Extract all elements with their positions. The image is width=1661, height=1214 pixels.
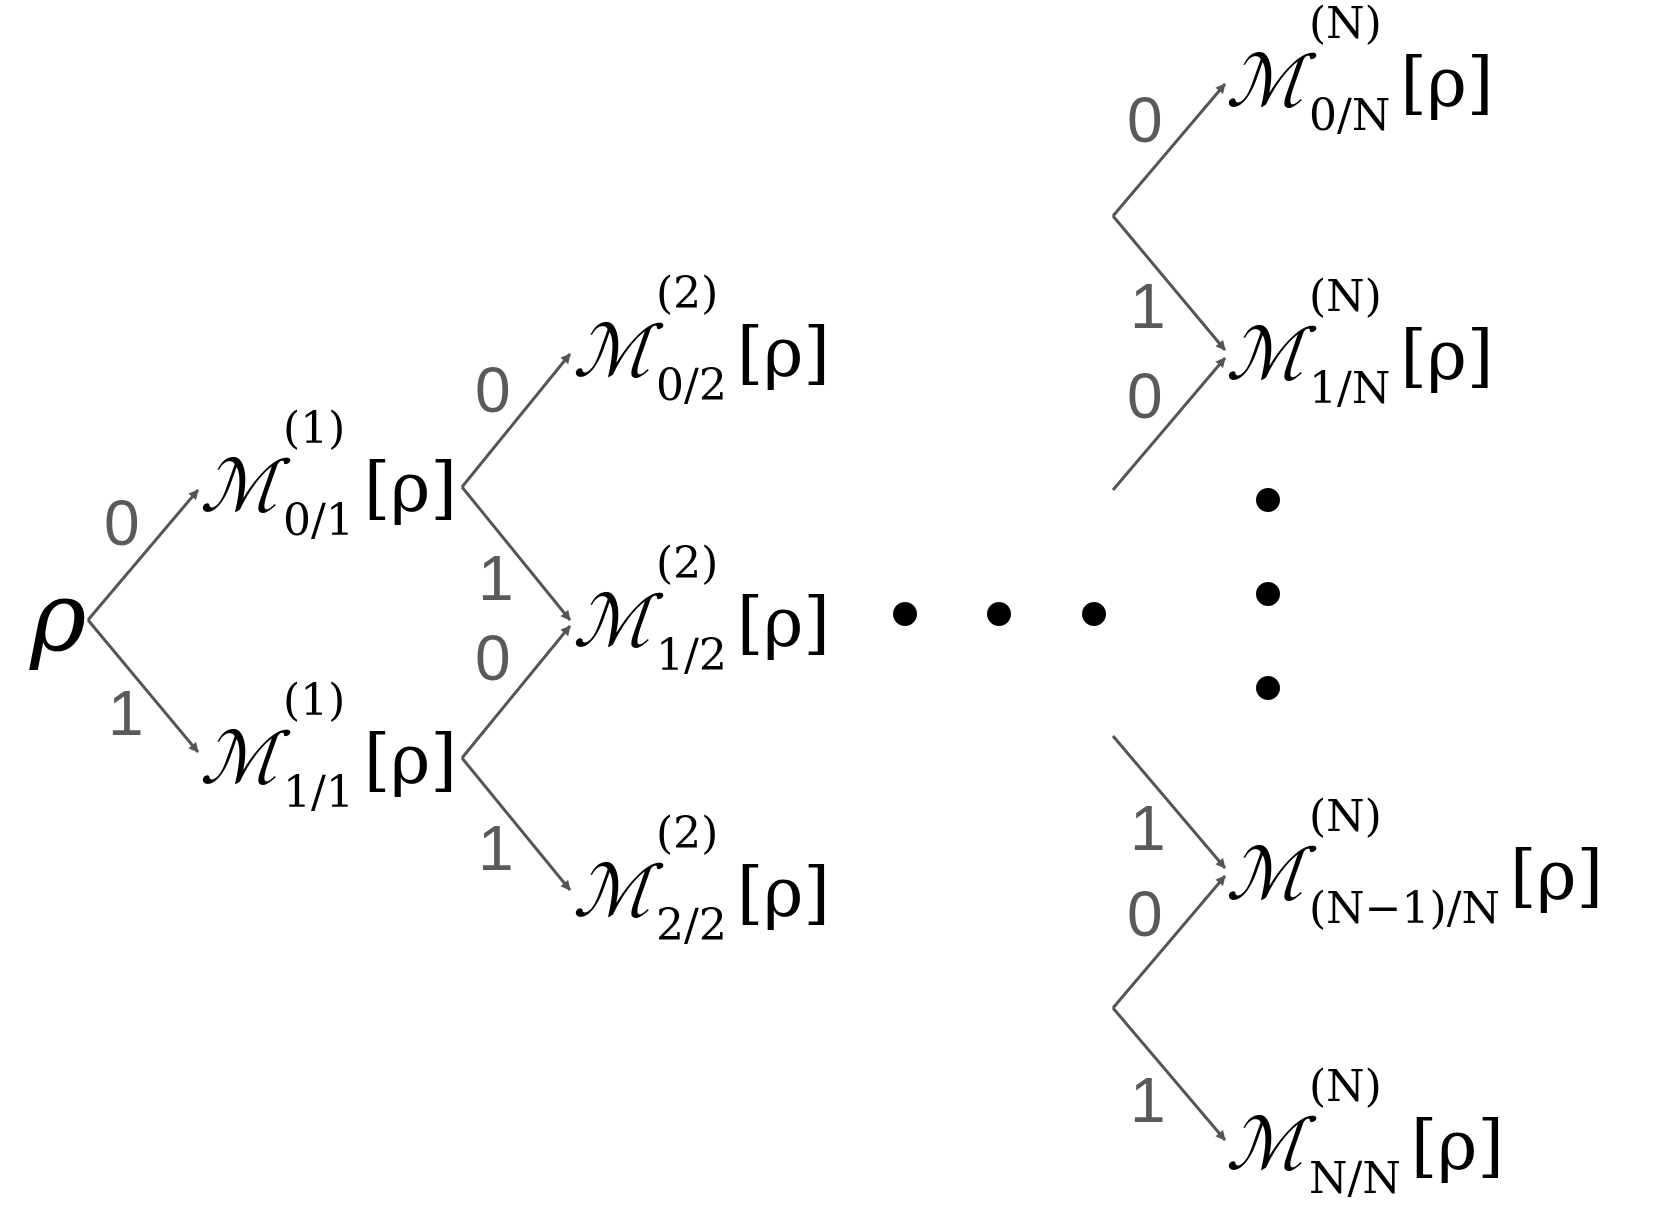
node-subscript: (N−1)/N [1309,883,1501,934]
edge-label-root-1: 1 [108,677,144,749]
ellipsis-dot [893,602,917,626]
edge-label-top-fork-1: 1 [1130,270,1166,342]
node-mN-0: ℳ(N) 0/N[ρ] [1224,2,1494,138]
node-superscript: (2) [656,808,719,859]
calligraphic-m: ℳ [570,309,657,393]
calligraphic-m: ℳ [570,849,657,933]
edge-root-to-m1-0 [86,489,200,621]
edge-m1-0-to-m2-0 [460,353,572,488]
edge-fork-to-mN-N1 [1111,875,1227,1009]
node-argument: [ρ] [1400,44,1494,123]
calligraphic-m: ℳ [197,444,284,528]
edge-m1-0-to-m2-1 [460,486,572,621]
node-argument: [ρ] [1410,1107,1504,1186]
root-rho: ρ [29,561,86,673]
node-superscript: (2) [656,538,719,589]
node-argument: [ρ] [736,584,830,663]
vertical-ellipsis-dot [1256,676,1280,700]
edge-label-root-0: 0 [104,487,140,559]
edge-fork-to-mN-N [1111,1007,1227,1141]
node-argument: [ρ] [736,854,830,933]
edge-label-bottom-fork-0: 0 [1127,878,1163,950]
ellipsis-dot [1082,602,1106,626]
ellipsis-dot [987,602,1011,626]
edge-m1-1-to-m2-2 [460,757,572,891]
node-superscript: (N) [1309,0,1382,49]
node-subscript: 1/N [1309,363,1391,414]
node-subscript: 2/2 [656,900,727,951]
edge-fork-to-mN-0 [1111,83,1227,217]
node-subscript: N/N [1309,1153,1401,1204]
calligraphic-m: ℳ [1223,39,1310,123]
edge-fork-to-mN-1 [1111,215,1227,351]
vertical-ellipsis-dot [1256,582,1280,606]
node-superscript: (1) [283,403,346,454]
node-subscript: 1/1 [283,767,354,818]
edge-into-mN-1 [1111,357,1227,491]
node-mN-N1: ℳ(N)(N−1)/N[ρ] [1224,795,1603,931]
calligraphic-m: ℳ [1223,312,1310,396]
node-superscript: (N) [1309,791,1382,842]
node-superscript: (N) [1309,271,1382,322]
calligraphic-m: ℳ [197,716,284,800]
calligraphic-m: ℳ [1223,832,1310,916]
node-subscript: 0/2 [656,360,727,411]
edge-label-m1-1-1: 1 [478,812,514,884]
node-mN-N: ℳ(N)N/N[ρ] [1224,1065,1504,1201]
node-m2-1: ℳ(2)1/2[ρ] [571,542,830,678]
edge-label-into-mN-1: 0 [1127,360,1163,432]
node-argument: [ρ] [363,721,457,800]
node-superscript: (1) [283,675,346,726]
edge-label-m1-0-0: 0 [475,354,511,426]
edge-m1-1-to-m2-1 [460,625,572,759]
node-argument: [ρ] [736,314,830,393]
node-subscript: 1/2 [656,630,727,681]
node-mN-1: ℳ(N)1/N[ρ] [1224,275,1494,411]
edge-label-m1-0-1: 1 [478,542,514,614]
edge-root-to-m1-1 [86,619,200,753]
node-argument: [ρ] [1400,317,1494,396]
edge-label-into-mN-N1: 1 [1130,792,1166,864]
node-m1-1: ℳ(1)1/1[ρ] [198,679,457,815]
vertical-ellipsis-dot [1256,488,1280,512]
calligraphic-m: ℳ [570,579,657,663]
node-argument: [ρ] [1510,837,1604,916]
node-superscript: (2) [656,268,719,319]
edge-into-mN-N1 [1111,735,1227,869]
node-superscript: (N) [1309,1061,1382,1112]
node-subscript: 0/1 [283,495,354,546]
calligraphic-m: ℳ [1223,1102,1310,1186]
edge-label-top-fork-0: 0 [1127,84,1163,156]
node-argument: [ρ] [363,449,457,528]
node-subscript: 0/N [1309,90,1391,141]
node-m2-0: ℳ(2)0/2[ρ] [571,272,830,408]
edge-label-m1-1-0: 0 [475,622,511,694]
node-m1-0: ℳ(1)0/1[ρ] [198,407,457,543]
edge-label-bottom-fork-1: 1 [1130,1064,1166,1136]
node-m2-2: ℳ(2)2/2[ρ] [571,812,830,948]
